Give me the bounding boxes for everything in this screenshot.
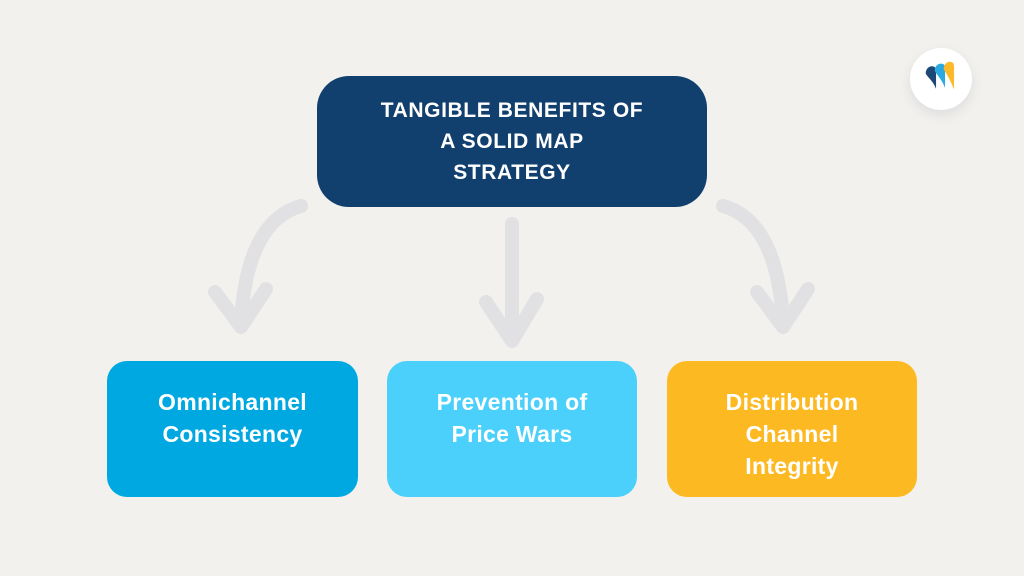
- brand-logo-badge: [910, 48, 972, 110]
- title-line-1: TANGIBLE BENEFITS OF: [380, 99, 644, 122]
- logo-stroke-navy: [925, 66, 937, 89]
- logo-stroke-blue: [934, 63, 946, 88]
- benefit-box-omnichannel-consistency: Omnichannel Consistency: [107, 361, 358, 497]
- benefit-box-line: Integrity: [745, 453, 839, 479]
- benefit-box-line: Prevention of: [436, 389, 588, 415]
- title-line-2: A SOLID MAP: [440, 130, 584, 153]
- title-line-3: STRATEGY: [453, 161, 571, 184]
- benefit-box-line: Channel: [745, 421, 839, 447]
- arrow-left-head-icon: [208, 282, 273, 334]
- arrow-left-icon: [234, 199, 308, 329]
- logo-stroke-yellow: [943, 61, 955, 90]
- arrow-right-icon: [716, 199, 790, 329]
- arrow-middle-head-icon: [479, 292, 544, 348]
- benefit-box-prevention-of-price-wars: Prevention of Price Wars: [387, 361, 637, 497]
- title-box: TANGIBLE BENEFITS OF A SOLID MAP STRATEG…: [317, 76, 707, 207]
- benefit-box-line: Distribution: [725, 389, 859, 415]
- benefit-box-line: Omnichannel: [158, 389, 307, 415]
- benefit-box-line: Price Wars: [451, 421, 573, 447]
- benefit-box-line: Consistency: [162, 421, 303, 447]
- arrow-right-head-icon: [750, 282, 815, 334]
- benefit-box-distribution-channel-integrity: Distribution Channel Integrity: [667, 361, 917, 497]
- brand-logo-m-icon: [925, 61, 955, 90]
